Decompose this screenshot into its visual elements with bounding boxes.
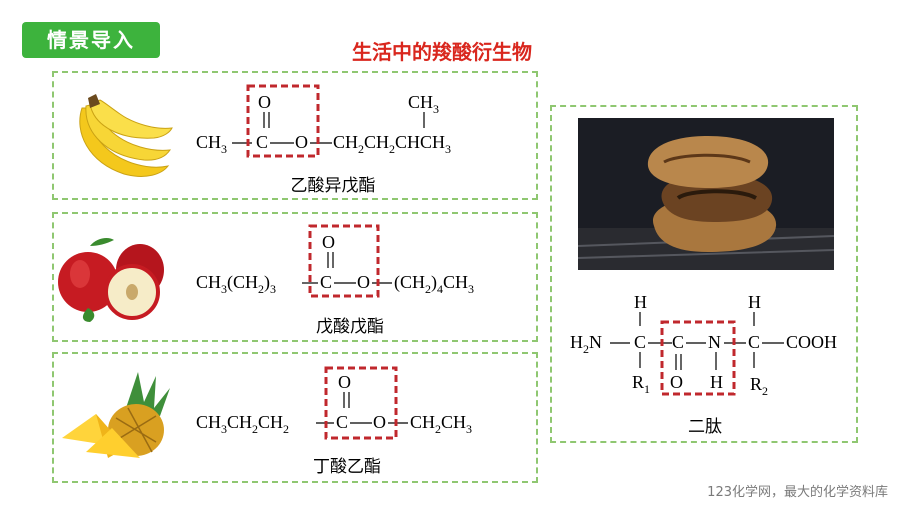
ester-panel-2 — [52, 212, 538, 342]
svg-text:C: C — [336, 412, 348, 432]
footer-watermark: 123化学网，最大的化学资料库 — [707, 485, 888, 500]
svg-text:R2: R2 — [750, 374, 768, 398]
svg-text:C: C — [256, 132, 268, 152]
dipeptide-panel — [550, 105, 858, 443]
svg-text:C: C — [634, 332, 646, 352]
svg-text:O: O — [322, 232, 335, 252]
grilled-meat-photo — [578, 118, 834, 270]
svg-text:H: H — [710, 372, 723, 392]
svg-text:CH3(CH2)3: CH3(CH2)3 — [196, 272, 276, 296]
pentyl-valerate-formula: CH3(CH2)3 C O O (CH2)4CH3 — [196, 224, 474, 298]
svg-text:O: O — [258, 92, 271, 112]
svg-text:N: N — [708, 332, 721, 352]
ester-panel-1 — [52, 71, 538, 200]
svg-text:H: H — [634, 292, 647, 312]
svg-text:CH2CH3: CH2CH3 — [410, 412, 472, 436]
isoamyl-acetate-formula: CH3 C O O CH2CH2CHCH3 CH3 — [196, 84, 451, 158]
svg-text:C: C — [672, 332, 684, 352]
svg-text:CH3CH2CH2: CH3CH2CH2 — [196, 412, 289, 436]
dipeptide-name: 二肽 — [688, 417, 722, 437]
svg-text:C: C — [748, 332, 760, 352]
pineapple-icon — [62, 372, 170, 458]
svg-text:O: O — [357, 272, 370, 292]
apple-icon — [58, 238, 164, 322]
svg-text:H2N: H2N — [570, 332, 602, 356]
ester-panel-3 — [52, 352, 538, 483]
svg-text:O: O — [295, 132, 308, 152]
svg-text:R1: R1 — [632, 372, 650, 396]
ester-name-3: 丁酸乙酯 — [313, 457, 381, 477]
svg-text:CH3: CH3 — [196, 132, 227, 156]
svg-text:COOH: COOH — [786, 332, 837, 352]
svg-text:O: O — [373, 412, 386, 432]
svg-text:H: H — [748, 292, 761, 312]
svg-text:O: O — [338, 372, 351, 392]
ester-name-2: 戊酸戊酯 — [316, 317, 384, 337]
dipeptide-formula: H H2N C R1 C O N H H C R2 COOH — [570, 292, 837, 398]
svg-text:C: C — [320, 272, 332, 292]
svg-text:(CH2)4CH3: (CH2)4CH3 — [394, 272, 474, 296]
ester-name-1: 乙酸异戊酯 — [290, 176, 376, 196]
svg-text:CH3: CH3 — [408, 92, 439, 116]
page-title: 生活中的羧酸衍生物 — [352, 40, 532, 64]
svg-text:CH2CH2CHCH3: CH2CH2CHCH3 — [333, 132, 451, 156]
ethyl-butyrate-formula: CH3CH2CH2 C O O CH2CH3 — [196, 366, 472, 440]
banana-icon — [79, 94, 173, 177]
section-tag: 情景导入 — [22, 22, 160, 58]
svg-text:O: O — [670, 372, 683, 392]
